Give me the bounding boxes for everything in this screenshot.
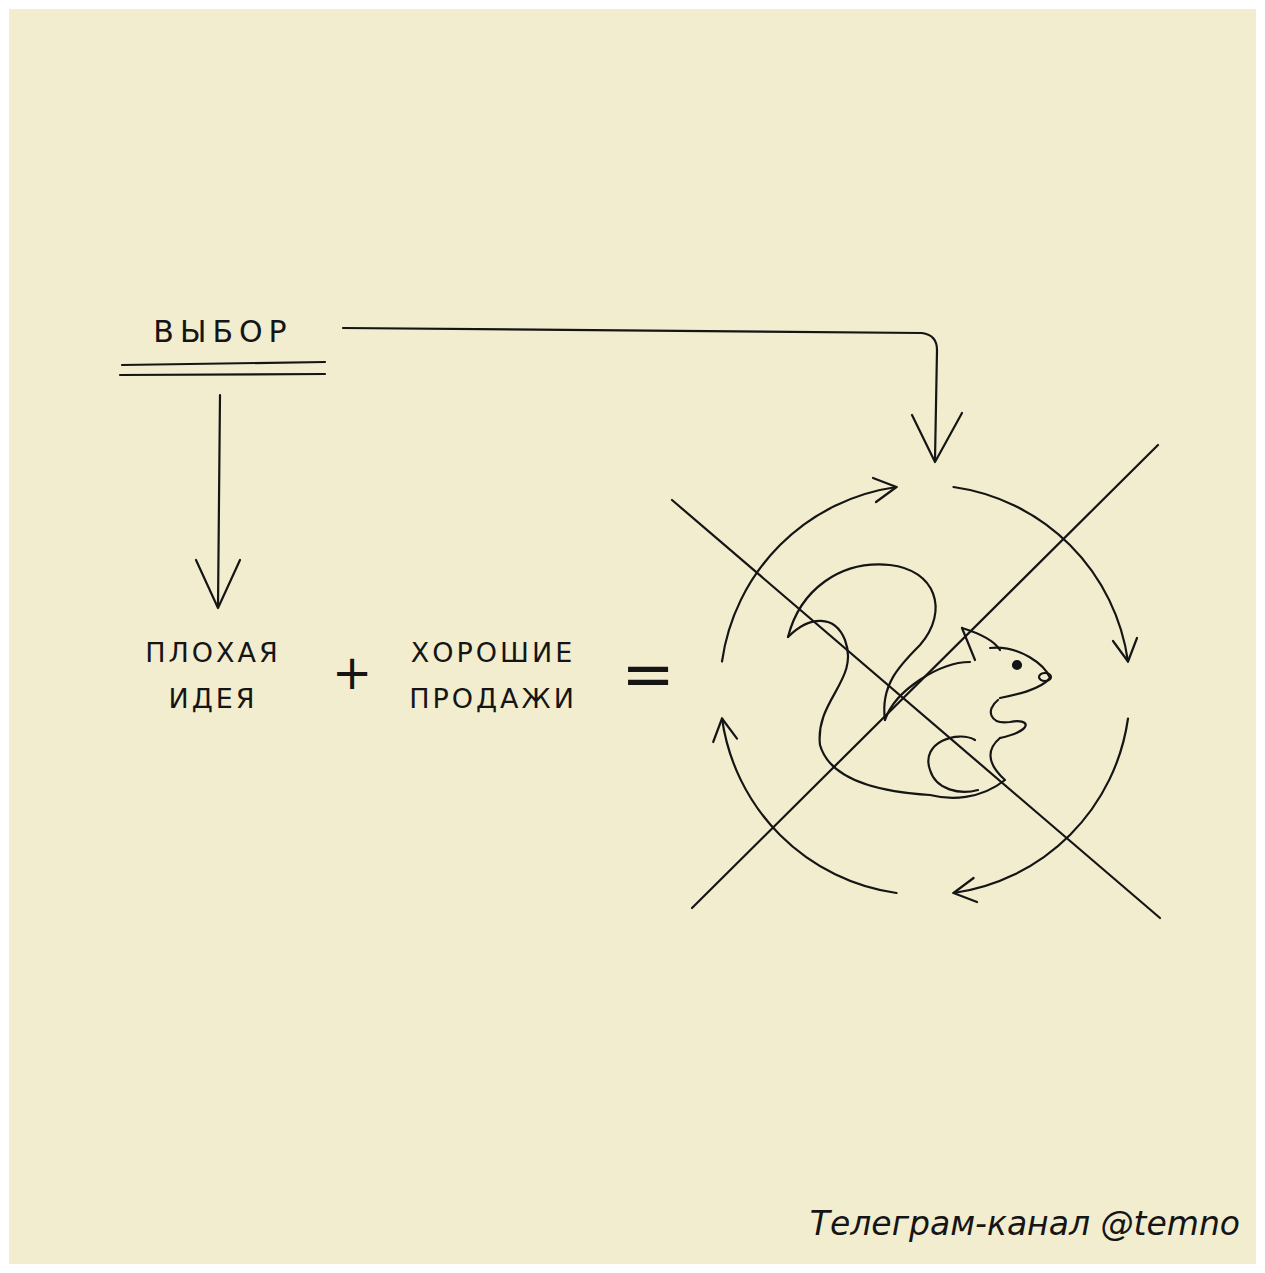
arrow-head xyxy=(954,878,978,902)
cycle-arc xyxy=(722,719,897,894)
equals-sign: = xyxy=(608,642,688,706)
arrow-head xyxy=(713,719,737,743)
underline xyxy=(122,362,325,365)
cross-line xyxy=(692,445,1158,908)
plus-sign: + xyxy=(322,648,382,696)
cycle-arc xyxy=(954,487,1129,662)
paper-ground xyxy=(9,9,1256,1264)
arrow-head xyxy=(196,560,240,608)
arrow-head xyxy=(1113,638,1137,662)
arrow-head xyxy=(912,413,962,462)
arrow-line xyxy=(218,395,220,607)
watermark: Телеграм-канал @temno xyxy=(810,1204,1240,1244)
cycle-arc xyxy=(722,487,897,662)
term-label: ПЛОХАЯ ИДЕЯ xyxy=(122,630,304,722)
term-label: ХОРОШИЕ ПРОДАЖИ xyxy=(382,630,604,722)
underline xyxy=(120,374,325,375)
arrow-line xyxy=(343,328,937,460)
arrow-head xyxy=(873,478,897,502)
choice-heading: ВЫБОР xyxy=(128,314,318,350)
